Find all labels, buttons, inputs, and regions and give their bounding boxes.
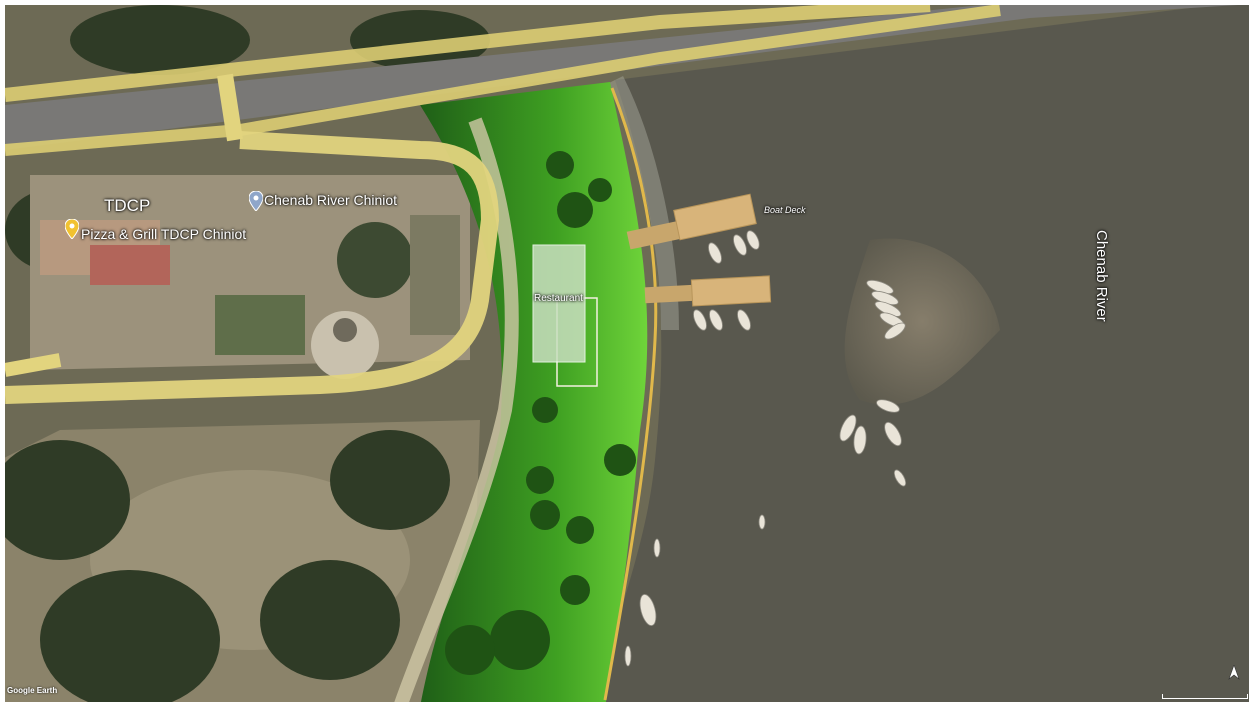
- label-chenab-river: Chenab River: [1093, 230, 1110, 322]
- link-road: [217, 73, 243, 142]
- green-park: [420, 82, 648, 707]
- main-road-lane-top: [4, 0, 931, 102]
- google-earth-attribution: Google Earth: [7, 686, 58, 695]
- boats: [624, 230, 907, 667]
- sandbar: [844, 238, 1000, 405]
- label-restaurant: Restaurant: [534, 293, 583, 304]
- label-pizza-grill[interactable]: Pizza & Grill TDCP Chiniot: [81, 226, 247, 242]
- walking-path: [393, 117, 519, 707]
- scale-bar: [1162, 694, 1248, 699]
- label-boat-deck: Boat Deck: [764, 205, 806, 215]
- loop-road: [4, 131, 500, 404]
- boat-deck-upper: [626, 193, 757, 250]
- boat-deck-lower: [644, 275, 772, 307]
- main-road-lane-bottom: [4, 4, 1001, 156]
- riverside-path: [603, 87, 658, 701]
- side-road: [3, 353, 62, 377]
- label-chenab-river-chiniot[interactable]: Chenab River Chiniot: [264, 192, 398, 208]
- park-trees: [445, 151, 636, 675]
- label-tdcp[interactable]: TDCP: [104, 196, 151, 215]
- restaurant-building: [532, 244, 586, 363]
